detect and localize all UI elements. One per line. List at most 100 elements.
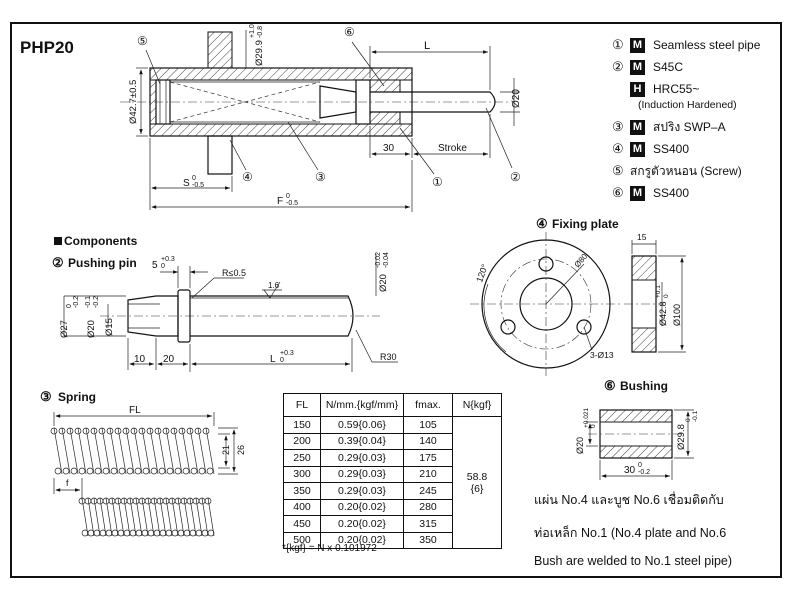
load-cell: 58.8{6} (452, 416, 502, 549)
material-name: HRC55~ (653, 82, 700, 96)
weld-note-line-2: ท่อเหล็ก No.1 (No.4 plate and No.6 (534, 526, 727, 540)
pin-dim-d20: Ø20 (378, 274, 389, 292)
material-number: ⑥ (612, 185, 624, 200)
plate-dim-15: 15 (637, 232, 647, 242)
material-number: ④ (612, 141, 624, 156)
material-code-badge: H (630, 81, 645, 97)
dim-d299: Ø29.9 (254, 40, 265, 66)
table-cell: 175 (403, 449, 453, 467)
pin-dim-L: L (270, 354, 276, 365)
table-cell: 0.29{0.03} (320, 465, 404, 483)
pin-tol-d27-lo: -0.2 (73, 296, 80, 308)
pin-tol-d27-up: 0 (66, 304, 73, 308)
pin-dim-r30: R30 (380, 352, 397, 362)
table-cell: 140 (403, 432, 453, 450)
tol-F-lo: -0.5 (286, 200, 298, 207)
material-code-badge: M (630, 119, 645, 135)
bushing-dim-d298: Ø29.8 (676, 424, 687, 450)
dim-stroke: Stroke (438, 143, 467, 154)
spring-coils-compressed (78, 497, 215, 537)
spring-view: ③ Spring FL 21 26 f (40, 389, 246, 537)
dim-d20-assembly: Ø20 (511, 89, 522, 108)
dim-F: F (277, 196, 283, 207)
pin-tol-L-lo: 0 (280, 357, 284, 364)
material-number: ③ (612, 119, 624, 134)
plate-tol-d428-lo: 0 (663, 294, 670, 298)
material-code-badge: M (630, 185, 645, 201)
pin-dim-10: 10 (134, 354, 146, 365)
spring-number: ③ (40, 389, 52, 404)
material-name: SS400 (653, 186, 690, 200)
table-cell: 315 (403, 515, 453, 533)
fixing-plate-view: ④ Fixing plate Ø80 120° 3-Ø13 15 Ø42.8 +… (470, 216, 686, 376)
pin-dim-r05: R≤0.5 (222, 268, 246, 278)
dim-d427: Ø42.7±0.5 (128, 80, 139, 124)
table-cell: 245 (403, 482, 453, 500)
plate-dim-d100: Ø100 (672, 304, 682, 326)
table-cell: 105 (403, 416, 453, 434)
weld-note-line-1: แผ่น No.4 และบูช No.6 เชื่อมติดกับ (534, 493, 724, 507)
pin-roughness: 1.6 (268, 281, 280, 290)
bushing-view: ⑥ Bushing Ø20 +0.021 0 Ø29.8 0 -0.1 30 0… (575, 378, 699, 480)
spring-coils-free (50, 427, 215, 475)
drawing-frame (10, 22, 782, 578)
spring-title: Spring (58, 390, 96, 404)
tol-d299-lo: -0.8 (257, 26, 264, 38)
fixing-plate-number: ④ (536, 216, 548, 231)
callout-6: ⑥ (344, 25, 355, 39)
material-name: SS400 (653, 142, 690, 156)
fixing-plate-title: Fixing plate (552, 217, 619, 231)
table-header: FL (283, 393, 321, 417)
callout-2: ② (510, 170, 521, 184)
bushing-tol-d20-up: +0.021 (583, 408, 590, 428)
part-code-title: PHP20 (20, 38, 74, 57)
material-code-badge: M (630, 141, 645, 157)
bushing-number: ⑥ (604, 378, 616, 393)
table-header: N/mm.{kgf/mm} (320, 393, 404, 417)
material-name: สกรูตัวหนอน (Screw) (630, 164, 742, 178)
table-cell: 500 (283, 531, 321, 549)
material-number: ① (612, 37, 624, 52)
material-name: Seamless steel pipe (653, 38, 761, 52)
load-value: 58.8 (466, 470, 488, 483)
tol-S-lo: -0.5 (192, 182, 204, 189)
table-cell: 450 (283, 515, 321, 533)
dim-S: S (183, 178, 190, 189)
load-kgf: {6} (470, 482, 484, 495)
pin-tol-d20b-lo: -0.2 (93, 296, 100, 308)
tol-F-up: 0 (286, 193, 290, 200)
table-cell: 0.29{0.03} (320, 482, 404, 500)
pushing-pin-number: ② (52, 255, 64, 270)
table-cell: 250 (283, 449, 321, 467)
material-code-badge: M (630, 37, 645, 53)
material-name: สปริง SWP–A (653, 120, 726, 134)
table-cell: 350 (283, 482, 321, 500)
pin-tol-d20-up: -0.02 (375, 252, 382, 268)
bushing-tol-d298-up: 0 (685, 418, 692, 422)
pushing-pin-title: Pushing pin (68, 256, 137, 270)
dim-30-assembly: 30 (383, 143, 395, 154)
material-code-badge: M (630, 59, 645, 75)
material-subnote: (Induction Hardened) (638, 99, 737, 111)
table-cell: 210 (403, 465, 453, 483)
table-header: N{kgf} (452, 393, 502, 417)
bushing-tol-d298-lo: -0.1 (692, 410, 699, 422)
kgf-conversion-note: *{kgf} = N x 0.101972 (282, 543, 377, 554)
pushing-pin-view: ② Pushing pin 5 +0.3 0 R≤0.5 1.6 Ø20 -0.… (52, 252, 398, 372)
pin-tol-d20-lo: -0.04 (383, 252, 390, 268)
spring-dim-26: 26 (236, 445, 246, 455)
pipe-wall-bottom (149, 123, 413, 137)
dim-L: L (424, 40, 430, 52)
table-cell: 0.59{0.06} (320, 416, 404, 434)
plate-dim-d428: Ø42.8 (658, 301, 668, 326)
table-header-row: FL N/mm.{kgf/mm} fmax. N{kgf} (283, 393, 502, 417)
